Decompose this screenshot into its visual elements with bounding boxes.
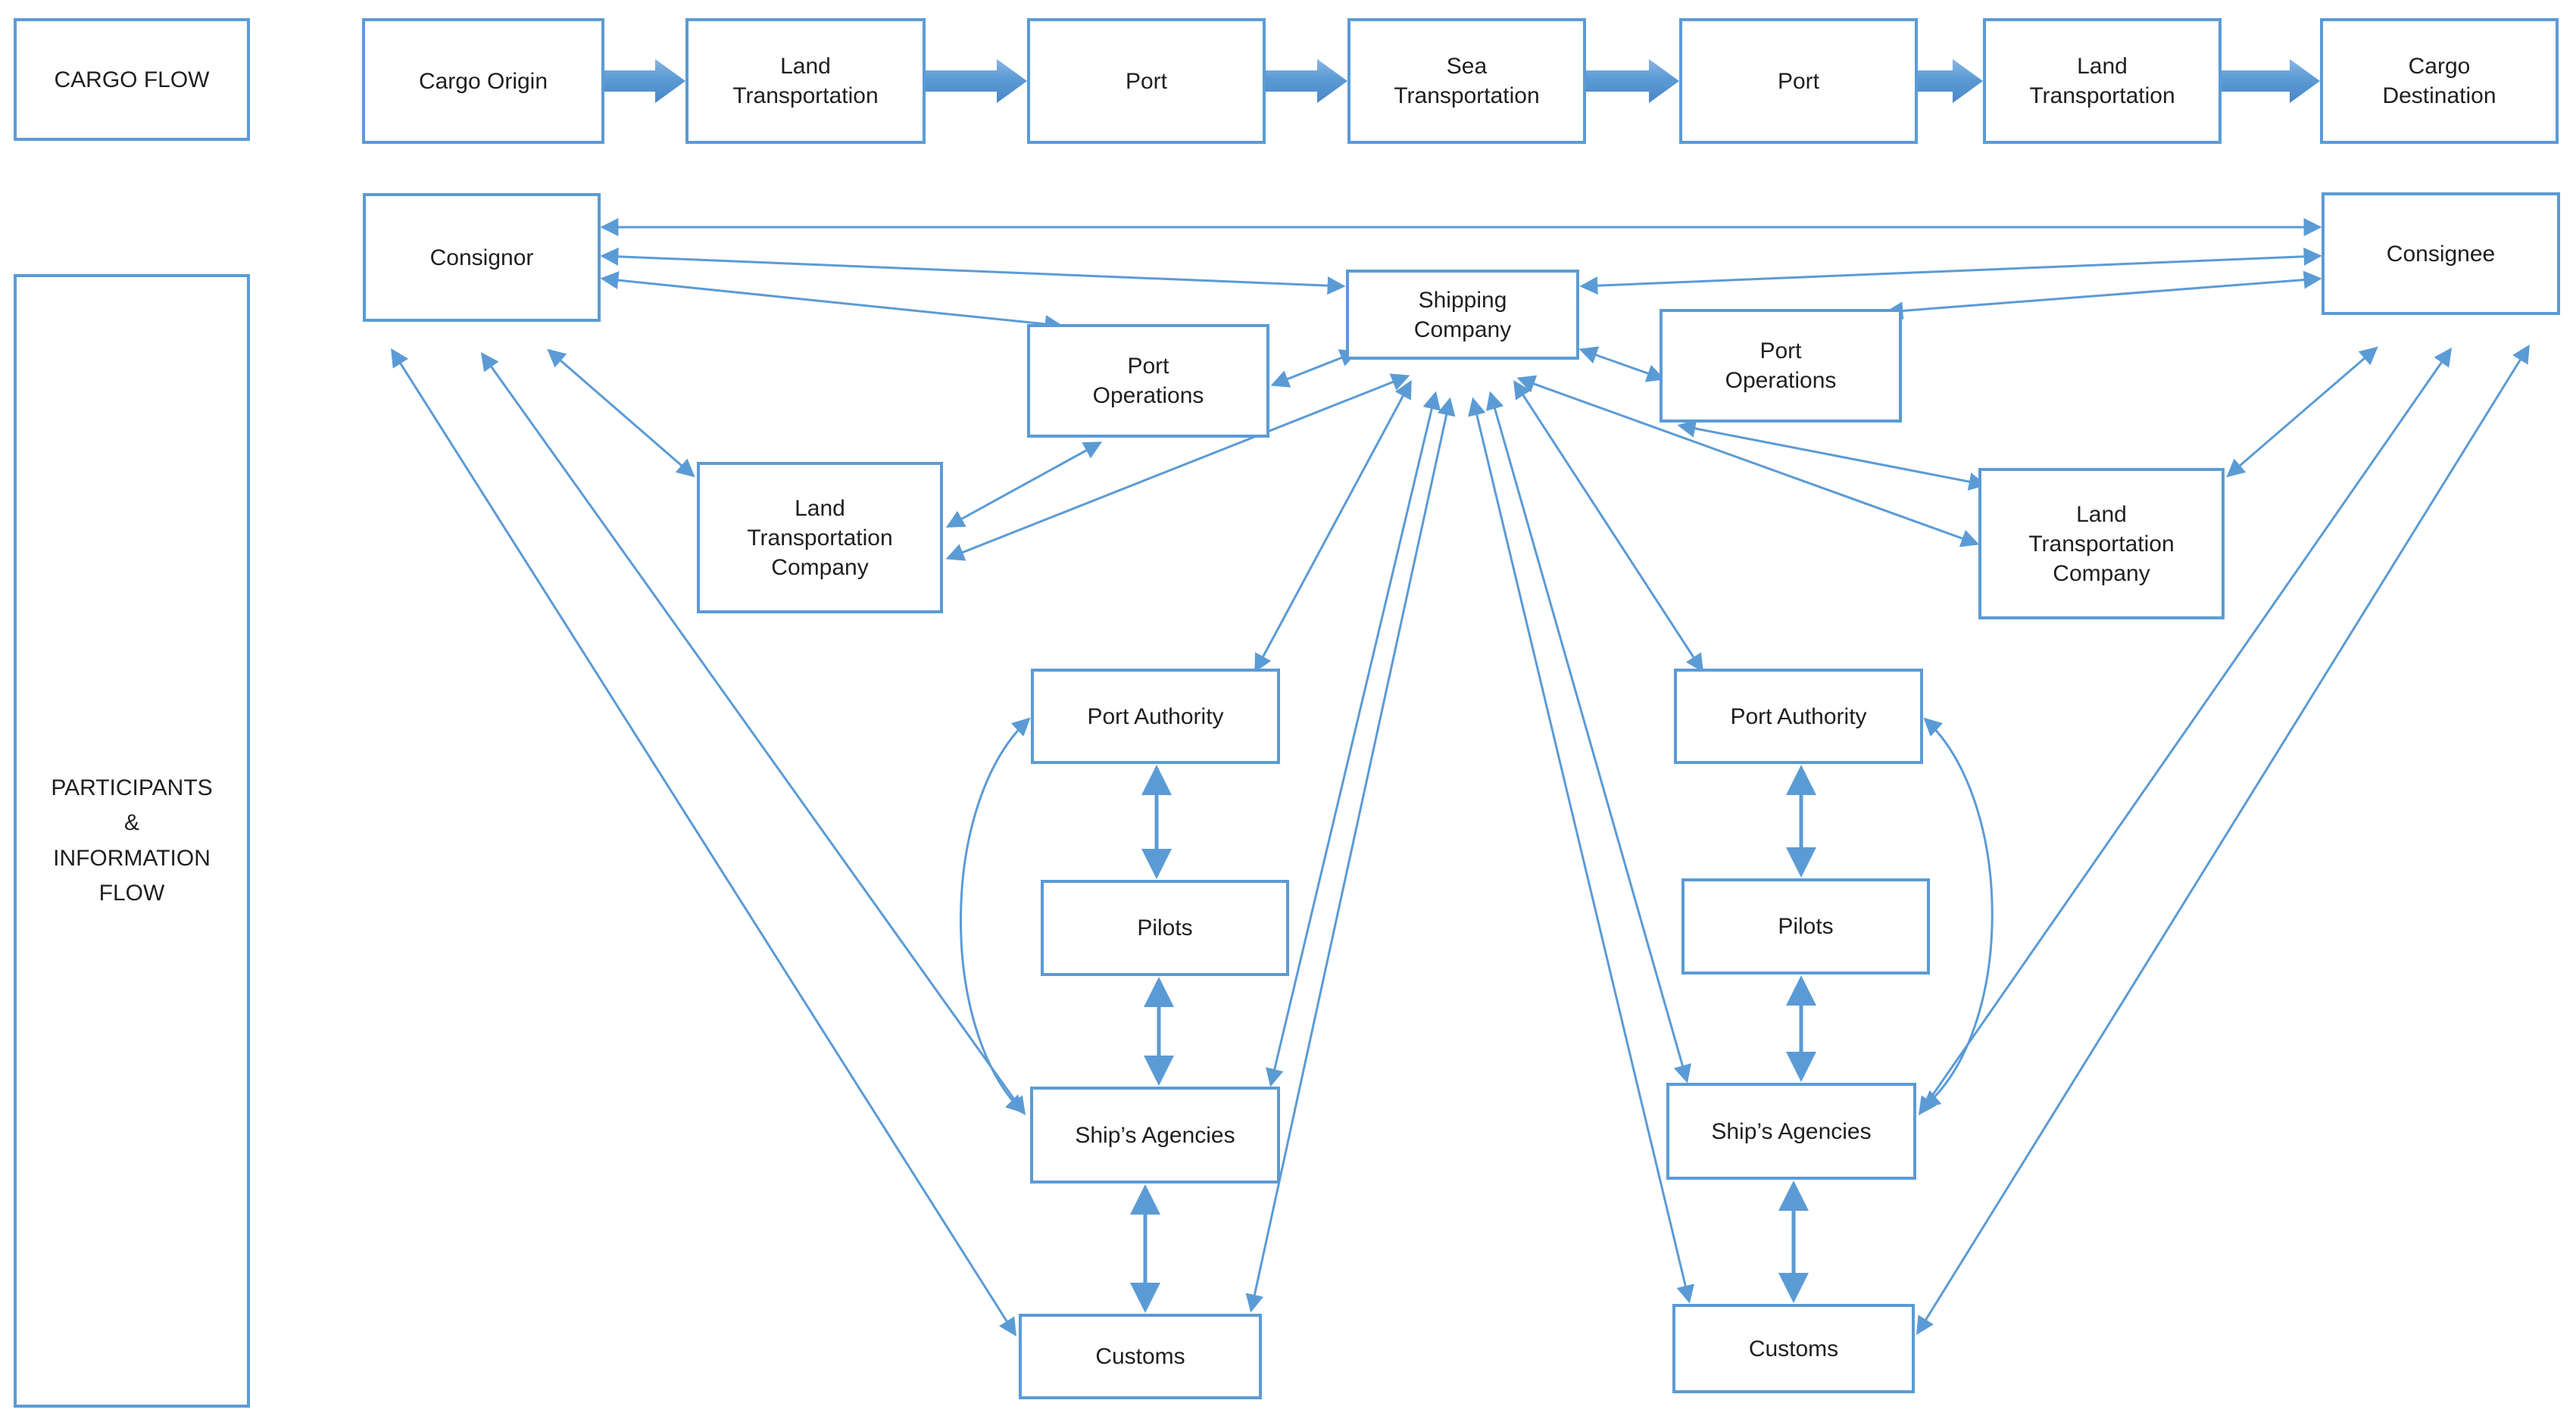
node-customs-right: Customs — [1672, 1304, 1915, 1393]
node-label: Ship’s Agencies — [1711, 1118, 1872, 1144]
node-ships-agencies-left: Ship’s Agencies — [1030, 1087, 1280, 1184]
connector-ltc-right-portops-right — [1677, 419, 1987, 491]
node-label: Cargo Destination — [2382, 54, 2496, 108]
node-sea-transportation: Sea Transportation — [1347, 18, 1586, 144]
node-pilots-right: Pilots — [1681, 878, 1930, 975]
connector-consignee-portops-right — [1884, 270, 2322, 320]
node-label: Land Transportation — [732, 54, 879, 108]
cargo-flow-title: CARGO FLOW — [54, 67, 210, 92]
connector-shipping-ships-agencies-right — [1486, 391, 1691, 1084]
node-cargo-origin: Cargo Origin — [362, 18, 604, 144]
node-port-authority-right: Port Authority — [1674, 669, 1923, 764]
node-land-transportation-company-right: Land Transportation Company — [1978, 468, 2225, 619]
node-consignee: Consignee — [2322, 192, 2560, 315]
node-label: Sea Transportation — [1394, 54, 1540, 108]
node-consignor: Consignor — [363, 193, 601, 322]
cargo-flow-arrow — [2222, 59, 2320, 103]
connector-arc-port-authority-right-ships-agencies-right — [1922, 717, 1994, 1109]
connector-shipping-port-authority-left — [1254, 379, 1412, 673]
information-flow-connectors — [391, 218, 2530, 1337]
participants-title: PARTICIPANTS & INFORMATION FLOW — [51, 771, 212, 912]
node-label: Port Authority — [1087, 703, 1224, 729]
node-label: Consignor — [429, 245, 534, 270]
connector-arc-port-authority-left-ships-agencies-left — [960, 717, 1031, 1114]
node-land-transportation-2: Land Transportation — [1983, 18, 2222, 144]
node-label: Port Authority — [1730, 703, 1867, 729]
node-label: Pilots — [1137, 915, 1193, 940]
cargo-flow-arrow — [1266, 59, 1347, 103]
connector-consignor-ltc-left — [547, 348, 695, 478]
node-label: Port — [1125, 68, 1168, 94]
node-label: Port Operations — [1092, 354, 1204, 408]
cargo-flow-arrow — [604, 59, 685, 103]
node-port-authority-left: Port Authority — [1031, 669, 1280, 764]
connector-consignor-customs-left — [391, 348, 1016, 1337]
node-label: Port Operations — [1725, 338, 1837, 393]
cargo-flow-title-box: CARGO FLOW — [14, 18, 250, 141]
cargo-flow-arrow — [1586, 59, 1679, 103]
node-label: Shipping Company — [1413, 287, 1512, 342]
node-cargo-destination: Cargo Destination — [2320, 18, 2559, 144]
participants-title-line: FLOW — [98, 881, 165, 906]
node-ships-agencies-right: Ship’s Agencies — [1666, 1083, 1916, 1180]
participants-title-line: PARTICIPANTS — [51, 775, 213, 800]
node-label: Customs — [1748, 1336, 1839, 1361]
cargo-flow-arrow — [926, 59, 1027, 103]
connector-shipping-customs-right — [1468, 397, 1694, 1304]
connector-portops-right-shipping — [1578, 346, 1666, 382]
node-label: Ship’s Agencies — [1075, 1122, 1235, 1148]
node-label: Customs — [1095, 1344, 1185, 1369]
node-port-operations-left: Port Operations — [1027, 324, 1269, 438]
node-land-transportation-1: Land Transportation — [685, 18, 926, 144]
node-label: Consignee — [2386, 241, 2496, 267]
node-port-1: Port — [1027, 18, 1266, 144]
node-port-operations-right: Port Operations — [1660, 309, 1902, 423]
node-label: Land Transportation — [2029, 54, 2175, 108]
connector-ltc-left-portops-left — [945, 441, 1103, 528]
node-label: Land Transportation Company — [2028, 501, 2175, 586]
connector-shipping-customs-left — [1245, 397, 1456, 1313]
node-land-transportation-company-left: Land Transportation Company — [697, 462, 943, 613]
node-shipping-company: Shipping Company — [1346, 270, 1579, 360]
node-port-2: Port — [1679, 18, 1918, 144]
participants-title-line: & — [123, 810, 139, 835]
node-label: Land Transportation Company — [747, 495, 893, 580]
cargo-flow-arrows — [604, 59, 2320, 103]
connector-shipping-ships-agencies-left — [1266, 391, 1441, 1087]
connector-consignor-portops-left — [600, 271, 1063, 333]
node-label: Port — [1777, 68, 1820, 94]
connector-shipping-port-authority-right — [1513, 379, 1703, 673]
node-pilots-left: Pilots — [1041, 880, 1289, 976]
node-label: Pilots — [1778, 914, 1834, 939]
node-label: Cargo Origin — [418, 68, 548, 94]
participants-title-box: PARTICIPANTS & INFORMATION FLOW — [14, 274, 250, 1408]
cargo-flow-arrow — [1918, 59, 1983, 103]
connector-consignor-shipping — [600, 247, 1346, 295]
connector-shipping-consignee — [1579, 247, 2322, 295]
connector-portops-left-shipping — [1270, 349, 1359, 388]
participants-title-line: INFORMATION — [53, 845, 211, 871]
connector-consignee-ltc-right — [2226, 346, 2378, 478]
node-customs-left: Customs — [1019, 1314, 1262, 1399]
connector-consignee-customs-right — [1916, 344, 2530, 1336]
connector-consignee-ships-agencies-right — [1918, 348, 2453, 1115]
